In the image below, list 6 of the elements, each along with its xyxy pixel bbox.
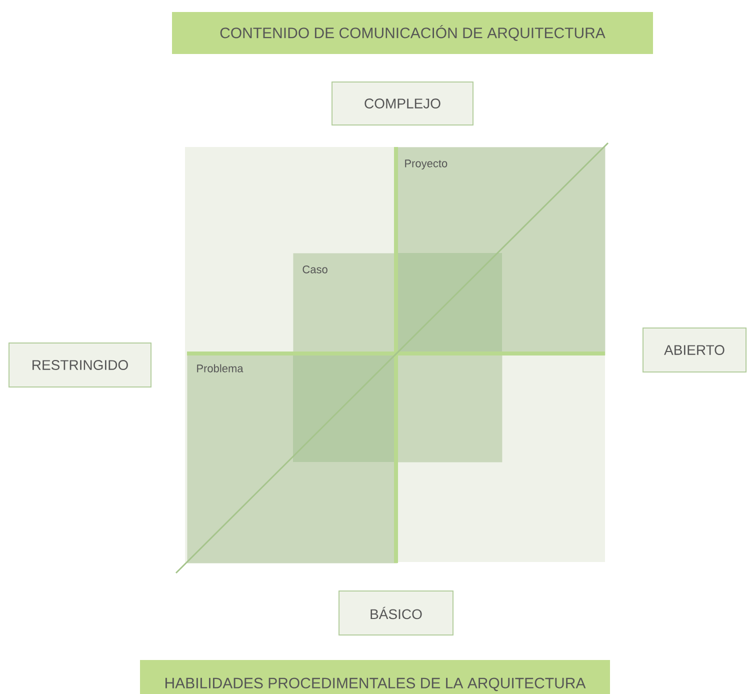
heading-band: CONTENIDO DE COMUNICACIÓN DE ARQUITECTURA bbox=[172, 12, 653, 54]
heading-band: HABILIDADES PROCEDIMENTALES DE LA ARQUITECTURA bbox=[140, 660, 610, 694]
axis-label-box: BÁSICO bbox=[338, 590, 454, 636]
axis-label-box: ABIERTO bbox=[642, 328, 746, 372]
axis-label-box: RESTRINGIDO bbox=[8, 342, 152, 388]
axis-label-box: COMPLEJO bbox=[332, 82, 474, 126]
